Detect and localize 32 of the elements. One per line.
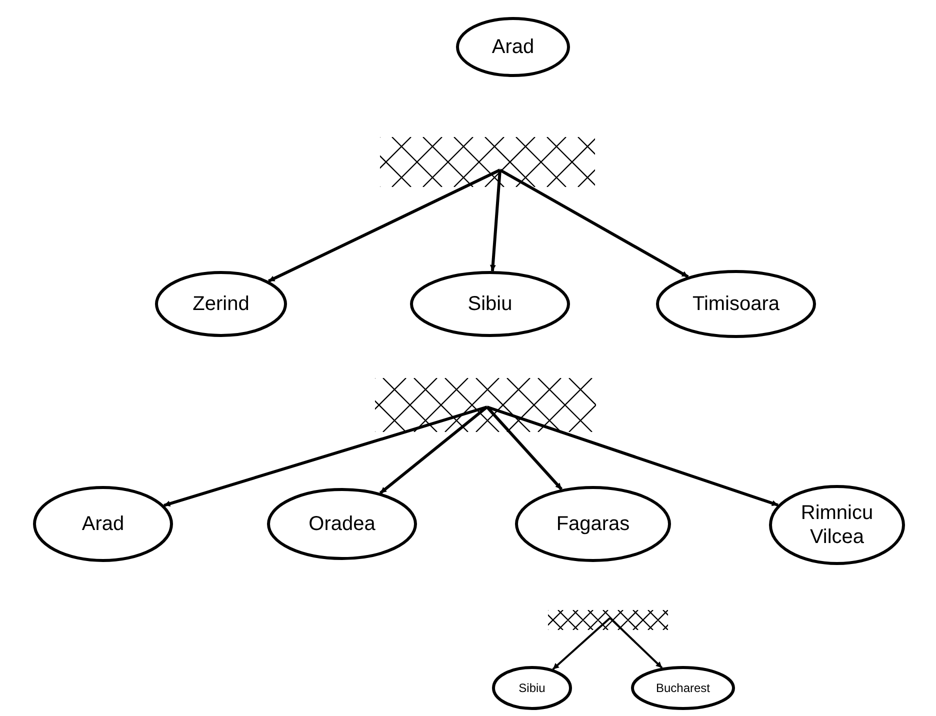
arrow [379,406,488,494]
city-ellipse [492,666,572,710]
city-ellipse [33,486,173,562]
city-name: Bucharest [656,680,710,696]
arrow [499,168,689,278]
arrow [552,617,611,670]
city-ellipse [155,271,287,337]
city-name: Timisoara [692,292,780,316]
arrow [490,170,502,272]
city-name: Zerind [192,292,250,316]
arrow [164,406,488,507]
city-ellipse [267,488,417,560]
arrow [609,617,663,669]
city-ellipse [769,485,905,565]
arrow [486,406,778,507]
city-ellipse [410,271,570,337]
city-name: Sibiu [468,292,512,316]
city-name: Sibiu [518,680,546,696]
city-name: Arad [82,512,124,536]
city-name: Oradea [308,512,376,536]
city-ellipse [515,486,671,562]
city-name: Rimnicu Vilcea [800,501,874,549]
crosshatch-band [380,137,595,187]
city-name: Fagaras [556,512,630,536]
arrow [486,406,563,490]
crosshatch-band [548,610,668,630]
arrow [268,168,501,282]
city-ellipse [656,270,816,338]
city-name: Arad [492,35,534,59]
city-ellipse [631,666,735,710]
crosshatch-band [375,378,596,432]
city-ellipse [456,17,570,77]
